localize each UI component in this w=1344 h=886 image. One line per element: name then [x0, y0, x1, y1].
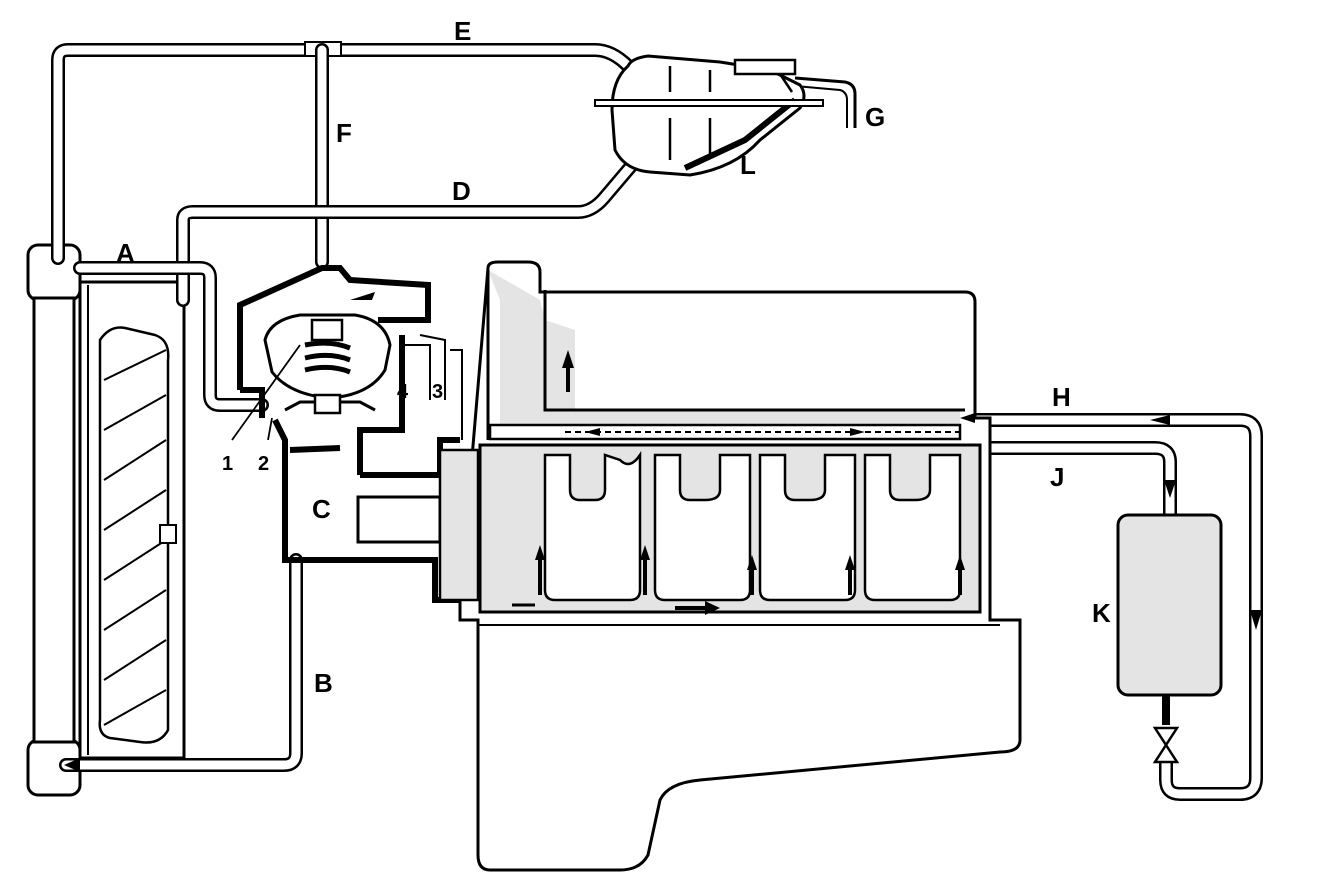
heater-valve [1152, 695, 1180, 764]
label-4: 4 [397, 381, 409, 403]
label-2: 2 [258, 453, 269, 475]
hose-E-vent-line [51, 41, 635, 265]
hose-A-upper-radiator [73, 261, 269, 412]
label-L: L [740, 150, 756, 180]
hose-B-lower-radiator [59, 553, 303, 772]
hose-G-overflow [794, 76, 857, 128]
label-F: F [336, 118, 352, 148]
hose-J-heater-return [948, 441, 1177, 522]
hose-D-expansion-return [176, 158, 639, 307]
hose-H-heater-supply [948, 413, 1263, 801]
label-E: E [454, 16, 471, 46]
label-C: C [312, 494, 331, 524]
label-J: J [1050, 462, 1064, 492]
water-pump [356, 448, 480, 602]
label-A: A [116, 238, 135, 268]
label-3: 3 [432, 381, 443, 403]
label-1: 1 [222, 453, 233, 475]
label-K: K [1092, 598, 1111, 628]
expansion-tank [594, 54, 824, 177]
heater-core [1116, 513, 1223, 697]
label-D: D [452, 176, 471, 206]
thermostat-housing [231, 265, 463, 603]
cylinders [512, 350, 965, 615]
label-H: H [1052, 382, 1071, 412]
label-G: G [865, 102, 885, 132]
label-B: B [314, 668, 333, 698]
fan [98, 326, 177, 744]
